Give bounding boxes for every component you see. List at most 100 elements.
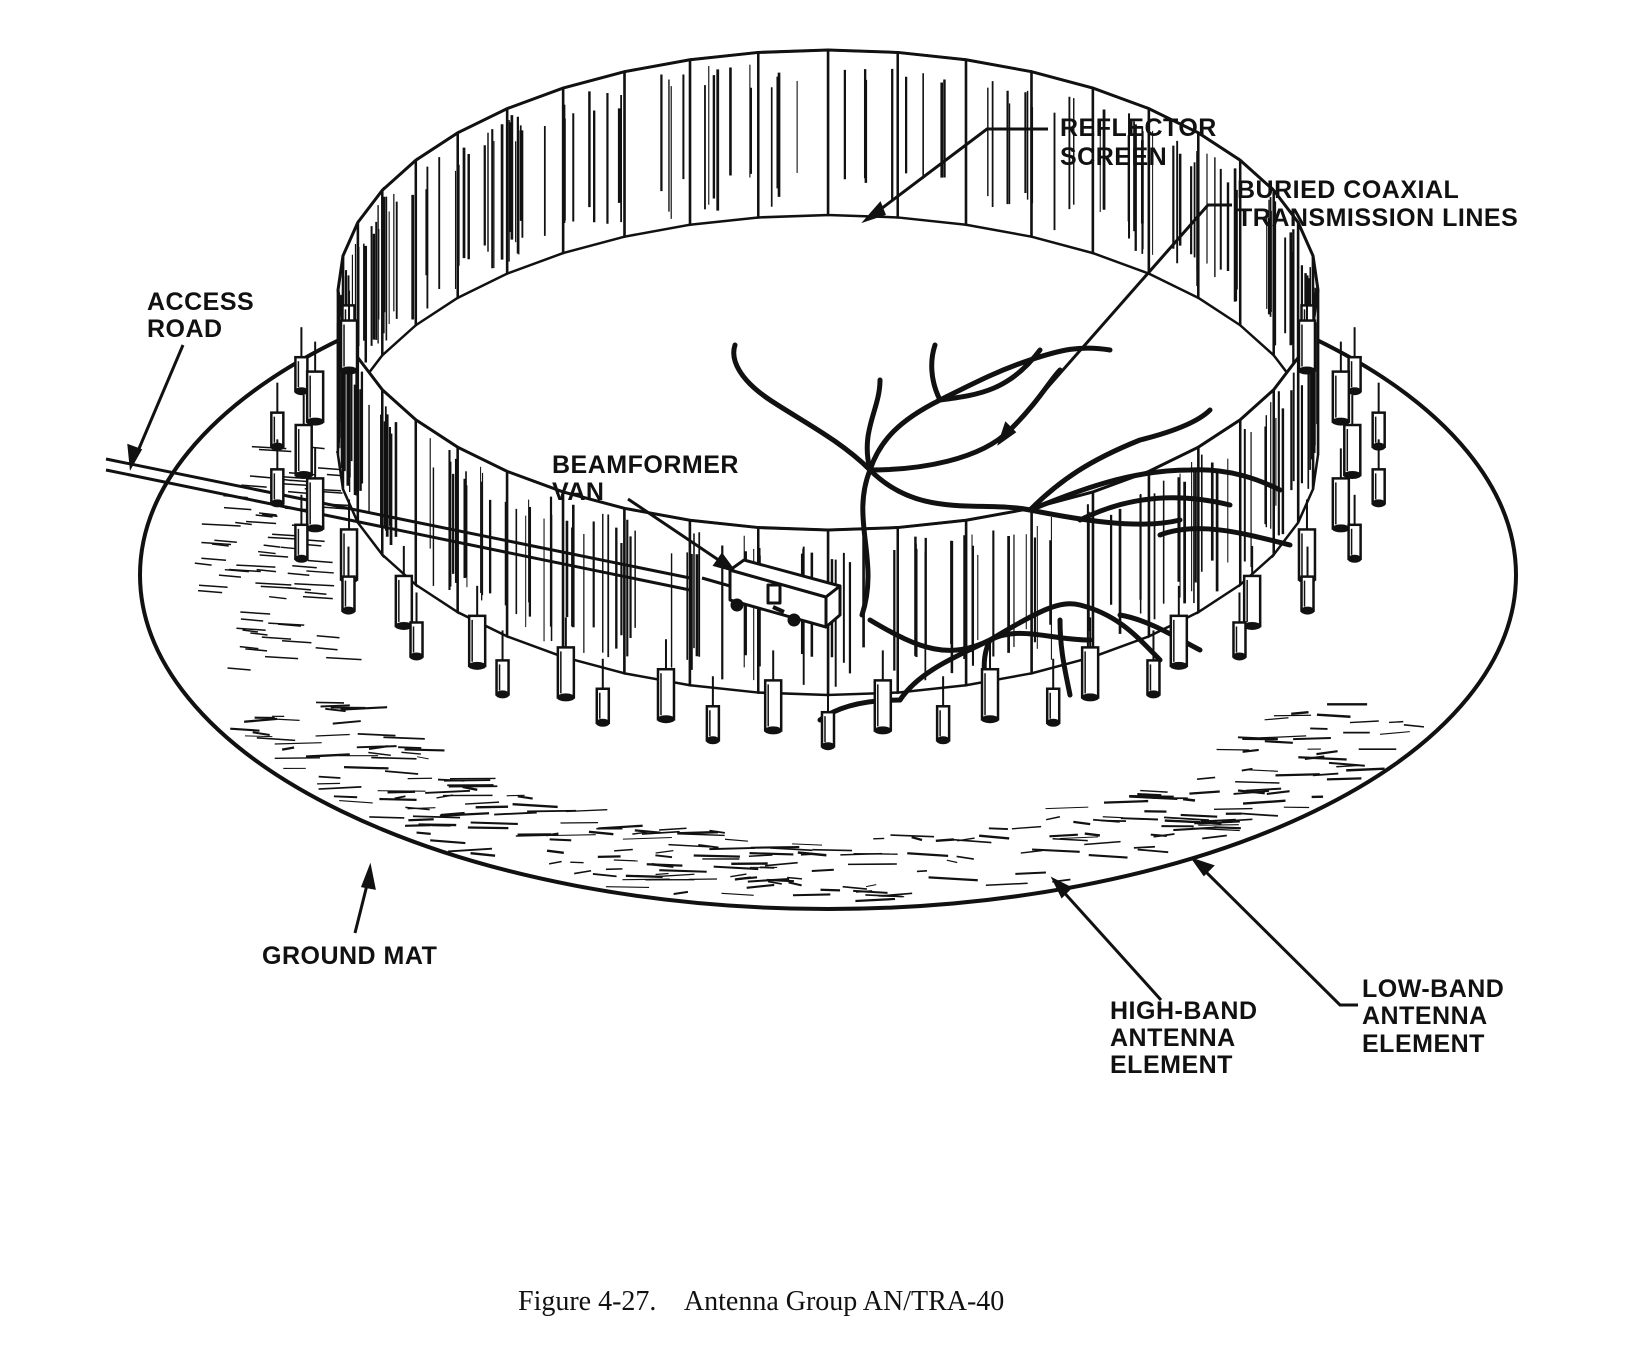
ground-mat-stroke: [227, 667, 251, 671]
high-band-antenna-element: [1347, 327, 1362, 396]
high-band-antenna-element: [1232, 592, 1247, 661]
leader-lines: [127, 127, 1358, 1007]
ground-mat-stroke: [240, 611, 271, 615]
ground-mat-stroke: [325, 707, 346, 713]
ground-mat-stroke: [878, 895, 905, 898]
ground-mat-stroke: [332, 720, 361, 725]
ground-mat-stroke: [244, 735, 273, 738]
ground-mat-stroke: [1059, 836, 1099, 839]
ground-mat-stroke: [405, 824, 431, 827]
low-band-antenna-element: [467, 585, 487, 670]
ground-mat-stroke: [792, 893, 831, 897]
ground-mat-stroke: [1084, 832, 1101, 837]
antenna-base: [394, 621, 413, 630]
low-band-antenna-element: [305, 341, 325, 426]
buried-coaxial-label: BURIED COAXIAL TRANSMISSION LINES: [1237, 176, 1518, 232]
ground-mat-stroke: [548, 860, 562, 865]
ground-mat-stroke: [855, 897, 896, 903]
low-band-antenna-element: [394, 545, 414, 630]
ground-mat-stroke: [614, 848, 633, 852]
screen-panel: [414, 417, 459, 615]
ground-mat-stroke: [384, 770, 419, 775]
ground-mat-stroke: [294, 583, 335, 587]
ground-mat-stroke: [812, 848, 853, 852]
buried-coaxial-line-1: BURIED COAXIAL: [1237, 176, 1459, 204]
low-band-antenna-element: [305, 448, 325, 533]
beamformer-van-line-2: VAN: [552, 478, 604, 506]
antenna-base: [936, 736, 951, 745]
ground-mat-stroke: [655, 854, 673, 859]
beamformer-van: [701, 558, 842, 629]
ground-mat-stroke: [515, 834, 559, 837]
ground-mat-stroke: [748, 854, 773, 857]
ground-mat-stroke: [264, 655, 299, 660]
ground-mat-stroke: [1102, 816, 1123, 819]
screen-panel: [456, 445, 509, 639]
ground-mat-stroke: [412, 815, 461, 819]
access-road-leader: [133, 344, 185, 459]
high-band-arrowhead: [1050, 876, 1073, 899]
ground-mat-stroke: [306, 570, 334, 574]
ground-mat-stroke: [462, 785, 478, 792]
low-band-antenna-element: [763, 650, 783, 735]
ground-mat-stroke: [1264, 740, 1293, 744]
antenna-base: [341, 606, 356, 615]
ground-mat-stroke: [907, 852, 949, 858]
ground-mat-stroke: [223, 506, 252, 511]
ground-mat-stroke: [357, 732, 396, 737]
low-band-line-3: ELEMENT: [1362, 1030, 1485, 1058]
ground-mat-stroke: [1259, 735, 1307, 739]
ground-mat-stroke: [1189, 790, 1220, 795]
ground-mat-stroke: [1137, 793, 1162, 797]
antenna-base: [1046, 718, 1061, 727]
ground-mat-stroke: [1163, 816, 1210, 822]
ground-mat-stroke: [316, 635, 340, 639]
ground-mat-stroke: [218, 574, 242, 578]
low-band-antenna-element: [656, 639, 676, 724]
ground-mat-stroke: [1275, 773, 1320, 777]
ground-mat-stroke: [255, 582, 292, 586]
ground-mat-stroke: [736, 876, 758, 881]
low-band-antenna-element: [1331, 448, 1351, 533]
buried-coaxial-line-2: TRANSMISSION LINES: [1237, 204, 1518, 232]
ground-mat-stroke: [946, 859, 958, 864]
antenna-base: [1331, 524, 1350, 533]
buried-coaxial-leader: [1002, 203, 1232, 438]
ground-mat-stroke: [1032, 848, 1080, 853]
ground-mat-stroke: [641, 830, 680, 835]
ground-mat-stroke: [236, 627, 266, 631]
ground-mat-stroke: [890, 834, 935, 838]
low-band-antenna-element: [556, 617, 576, 702]
ground-mat-stroke: [425, 789, 471, 794]
ground-mat-stroke: [1049, 833, 1078, 838]
ground-mat-stroke: [302, 595, 333, 600]
screen-panel: [505, 86, 565, 276]
ground-mat-stroke: [1316, 713, 1351, 718]
screen-panel: [826, 48, 899, 219]
ground-mat-stroke: [625, 874, 663, 879]
ground-mat-stroke: [398, 746, 422, 750]
screen-panel-face: [896, 518, 968, 694]
ground-mat-stroke: [1213, 826, 1241, 830]
ground-mat-stroke: [811, 868, 834, 872]
antenna-base: [705, 736, 720, 745]
ground-mat-stroke: [659, 869, 707, 873]
screen-panel: [623, 58, 692, 239]
high-band-antenna-element: [1371, 382, 1386, 451]
ground-mat-stroke: [394, 795, 406, 800]
ground-mat-stroke: [447, 847, 493, 853]
ground-mat-stroke: [1164, 819, 1201, 824]
ground-mat-stroke: [305, 753, 350, 758]
antenna-body: [820, 710, 836, 748]
antenna-body: [705, 705, 721, 742]
ground-mat-stroke: [1202, 834, 1227, 840]
antenna-base: [495, 690, 510, 699]
ground-mat-stroke: [494, 811, 537, 816]
antenna-body: [1347, 355, 1362, 393]
ground-mat-stroke: [1346, 767, 1385, 772]
ground-mat-stroke: [749, 852, 794, 856]
ground-mat-stroke: [214, 539, 237, 543]
ground-mat-stroke: [1241, 767, 1253, 772]
antenna-body: [1146, 659, 1161, 696]
ground-mat-stroke: [255, 514, 273, 518]
